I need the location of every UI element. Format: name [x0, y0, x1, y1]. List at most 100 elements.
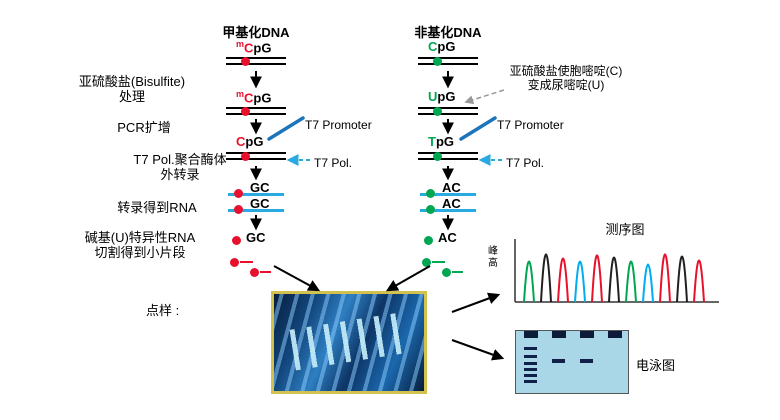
methylated-site-dot [241, 152, 250, 161]
t7-promoter-line-right [459, 116, 497, 141]
rna-row-left-2: GC [228, 196, 284, 214]
dna-strand [418, 158, 478, 160]
trace-peak [625, 260, 637, 303]
rna-label: AC [442, 196, 461, 211]
dna-duplex-methylated-2: mCpG [226, 89, 286, 117]
dna-strand [226, 107, 286, 109]
dna-label: TpG [428, 134, 455, 149]
peak-height-axis-label: 峰高 [488, 246, 498, 269]
methylated-site-dot [234, 189, 243, 198]
dna-duplex-unmethylated-2: UpG [418, 89, 478, 117]
annotation-t7-promoter-right: T7 Promoter [497, 118, 564, 132]
label-spotting: 点样 : [146, 303, 180, 318]
rna-strand [228, 209, 284, 212]
dna-duplex-unmethylated-3: TpG [418, 134, 478, 162]
left-column-title: 甲基化DNA [222, 25, 290, 40]
dna-label: UpG [428, 89, 456, 104]
unmethylated-site-dot [442, 268, 451, 277]
unmethylated-site-dot [433, 107, 442, 116]
rna-fragment-dash [452, 271, 463, 273]
gel-well [608, 331, 622, 338]
unmethylated-site-dot [426, 205, 435, 214]
rna-fragments-right: AC [422, 230, 482, 278]
label-pcr: PCR扩增 [117, 120, 171, 135]
arrow-to-sequencing [451, 292, 501, 313]
annotation-bisulfite-note: 亚硫酸盐使胞嘧啶(C) 变成尿嘧啶(U) [509, 64, 623, 92]
trace-peak [693, 259, 705, 303]
label-bisulfite-treatment: 亚硫酸盐(Bisulfite) 处理 [78, 74, 186, 104]
label-t7-transcription: T7 Pol.聚合酶体 外转录 [133, 152, 227, 182]
gel-ladder-band [524, 380, 537, 383]
gel-well [524, 331, 538, 338]
trace-peak [642, 263, 654, 303]
dna-strand [418, 63, 478, 65]
trace-peak [608, 256, 620, 303]
methylated-site-dot [241, 107, 250, 116]
microarray-photo [271, 291, 427, 394]
gel-title: 电泳图 [636, 358, 676, 373]
methylated-site-dot [250, 268, 259, 277]
dna-label: mCpG [236, 89, 272, 106]
gel-image [515, 330, 629, 394]
methylated-site-dot [234, 205, 243, 214]
annotation-t7-pol-right: T7 Pol. [506, 156, 545, 170]
gel-ladder-band [524, 374, 537, 377]
fragment-label: AC [438, 230, 457, 245]
unmethylated-site-dot [433, 152, 442, 161]
methylated-site-dot [230, 258, 239, 267]
label-cleavage: 碱基(U)特异性RNA 切割得到小片段 [84, 230, 196, 260]
trace-peak [557, 257, 569, 303]
sequencing-chart [514, 239, 719, 303]
label-rna: 转录得到RNA [117, 200, 197, 215]
unmethylated-site-dot [433, 57, 442, 66]
fragment-label: GC [246, 230, 266, 245]
gel-ladder-band [524, 347, 537, 350]
dna-strand [226, 63, 286, 65]
trace-peak [659, 253, 671, 303]
rna-fragment-dash [240, 261, 253, 263]
unmethylated-site-dot [426, 189, 435, 198]
unmethylated-site-dot [422, 258, 431, 267]
rna-label: AC [442, 180, 461, 195]
gel-well [552, 331, 566, 338]
annotation-t7-pol-left: T7 Pol. [314, 156, 353, 170]
dna-strand [418, 57, 478, 59]
dna-duplex-methylated-1: mCpG [226, 39, 286, 67]
rna-row-right-1: AC [420, 180, 476, 198]
dna-label: CpG [236, 134, 264, 149]
trace-peak [574, 260, 586, 303]
dna-strand [226, 152, 286, 154]
rna-row-left-1: GC [228, 180, 284, 198]
rna-fragment-dash [260, 271, 271, 273]
t7-promoter-line-left [267, 116, 305, 141]
gel-ladder-band [524, 355, 537, 358]
dna-strand [226, 158, 286, 160]
gel-well [580, 331, 594, 338]
rna-label: GC [250, 180, 270, 195]
gel-ladder-band [524, 362, 537, 365]
methylated-site-dot [232, 236, 241, 245]
gel-ladder-band [524, 368, 537, 371]
right-column-title: 非基化DNA [414, 25, 482, 40]
dna-strand [226, 113, 286, 115]
trace-peak [591, 254, 603, 303]
gel-sample-band [580, 359, 593, 363]
trace-peak [676, 255, 688, 303]
dna-duplex-unmethylated-1: CpG [418, 39, 478, 67]
dna-label: CpG [428, 39, 456, 54]
annotation-t7-promoter-left: T7 Promoter [305, 118, 372, 132]
gel-sample-band [552, 359, 565, 363]
methylated-site-dot [241, 57, 250, 66]
rna-label: GC [250, 196, 270, 211]
dna-strand [418, 113, 478, 115]
rna-fragment-dash [432, 261, 445, 263]
trace-peak [523, 260, 535, 303]
dna-label: mCpG [236, 39, 272, 56]
dna-strand [226, 57, 286, 59]
rna-strand [228, 193, 284, 196]
rna-strand [420, 209, 476, 212]
rna-strand [420, 193, 476, 196]
dna-duplex-methylated-3: CpG [226, 134, 286, 162]
unmethylated-site-dot [424, 236, 433, 245]
